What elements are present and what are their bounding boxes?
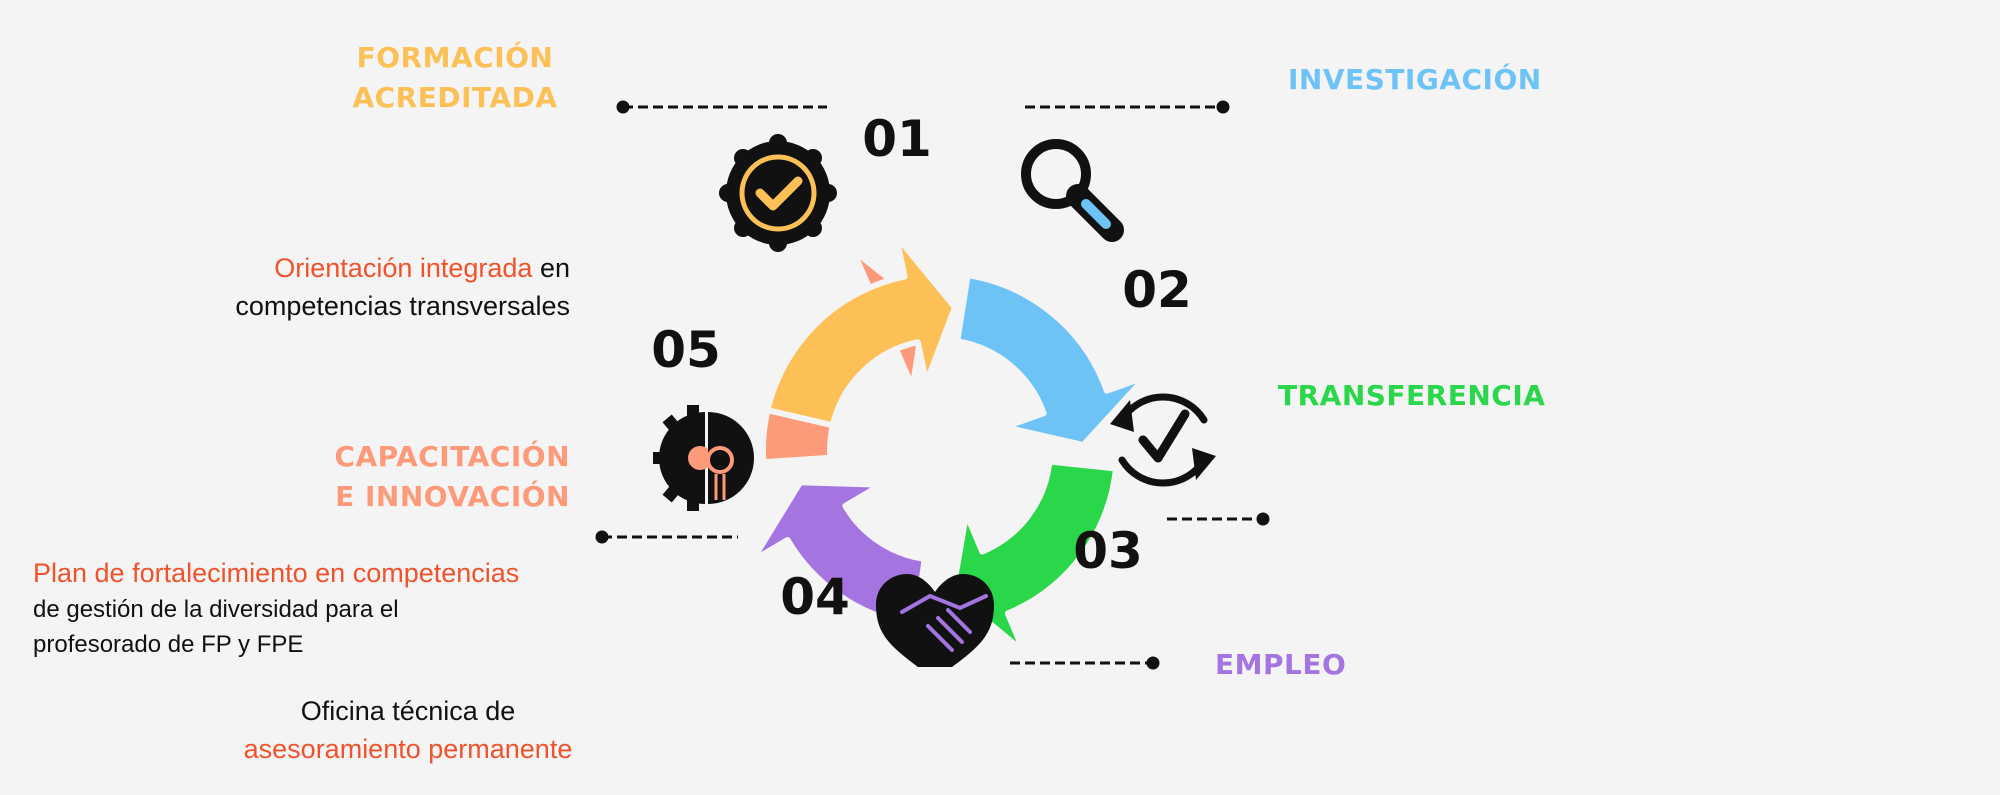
note-oficina-line1: Oficina técnica de xyxy=(300,696,516,726)
step-numbers: 01 02 03 04 05 xyxy=(651,110,1192,626)
step-title-03-line1: TRANSFERENCIA xyxy=(1278,379,1546,412)
note-orientacion-rest: en xyxy=(532,253,570,283)
connector-line-01 xyxy=(616,100,827,114)
connector-line-02 xyxy=(1025,100,1230,114)
note-oficina: Oficina técnica de asesoramiento permane… xyxy=(223,692,593,768)
gear-bulb-icon xyxy=(653,405,754,511)
connector-lines xyxy=(595,100,1270,670)
note-orientacion: Orientación integrada en competencias tr… xyxy=(150,249,570,325)
connector-line-04 xyxy=(1010,656,1160,670)
note-plan: Plan de fortalecimiento en competencias … xyxy=(33,554,593,662)
step-number-05: 05 xyxy=(651,321,721,379)
badge-check-icon xyxy=(719,134,837,252)
note-oficina-highlight: asesoramiento permanente xyxy=(243,734,573,764)
note-orientacion-line2: competencias transversales xyxy=(235,291,570,321)
note-orientacion-highlight: Orientación integrada xyxy=(274,253,533,283)
note-plan-line3: profesorado de FP y FPE xyxy=(33,631,304,658)
step-title-04: EMPLEO xyxy=(1215,645,1346,685)
step-number-03: 03 xyxy=(1073,522,1143,580)
refresh-check-icon xyxy=(1110,393,1216,487)
magnifier-icon xyxy=(1021,139,1124,242)
step-title-05-line2: E INNOVACIÓN xyxy=(335,480,570,513)
step-title-02: INVESTIGACIÓN xyxy=(1288,60,1542,100)
step-title-05: CAPACITACIÓN E INNOVACIÓN xyxy=(268,437,570,517)
step-title-01-line2: ACREDITADA xyxy=(352,81,558,114)
connector-line-03 xyxy=(1167,512,1270,526)
step-title-04-line1: EMPLEO xyxy=(1215,648,1347,681)
step-title-05-line1: CAPACITACIÓN xyxy=(334,440,570,473)
note-plan-highlight: Plan de fortalecimiento en competencias xyxy=(33,558,520,588)
step-number-01: 01 xyxy=(862,110,932,168)
step-number-04: 04 xyxy=(780,568,850,626)
step-title-03: TRANSFERENCIA xyxy=(1278,376,1545,416)
step-title-01-line1: FORMACIÓN xyxy=(356,41,554,74)
arrow-segment-02 xyxy=(954,272,1149,448)
step-title-01: FORMACIÓN ACREDITADA xyxy=(300,38,610,118)
step-number-02: 02 xyxy=(1122,261,1192,319)
arrow-segment-01 xyxy=(764,232,958,429)
step-title-02-line1: INVESTIGACIÓN xyxy=(1288,63,1542,96)
heart-handshake-icon xyxy=(876,574,994,667)
connector-line-05 xyxy=(595,530,738,544)
note-plan-line2: de gestión de la diversidad para el xyxy=(33,596,399,623)
